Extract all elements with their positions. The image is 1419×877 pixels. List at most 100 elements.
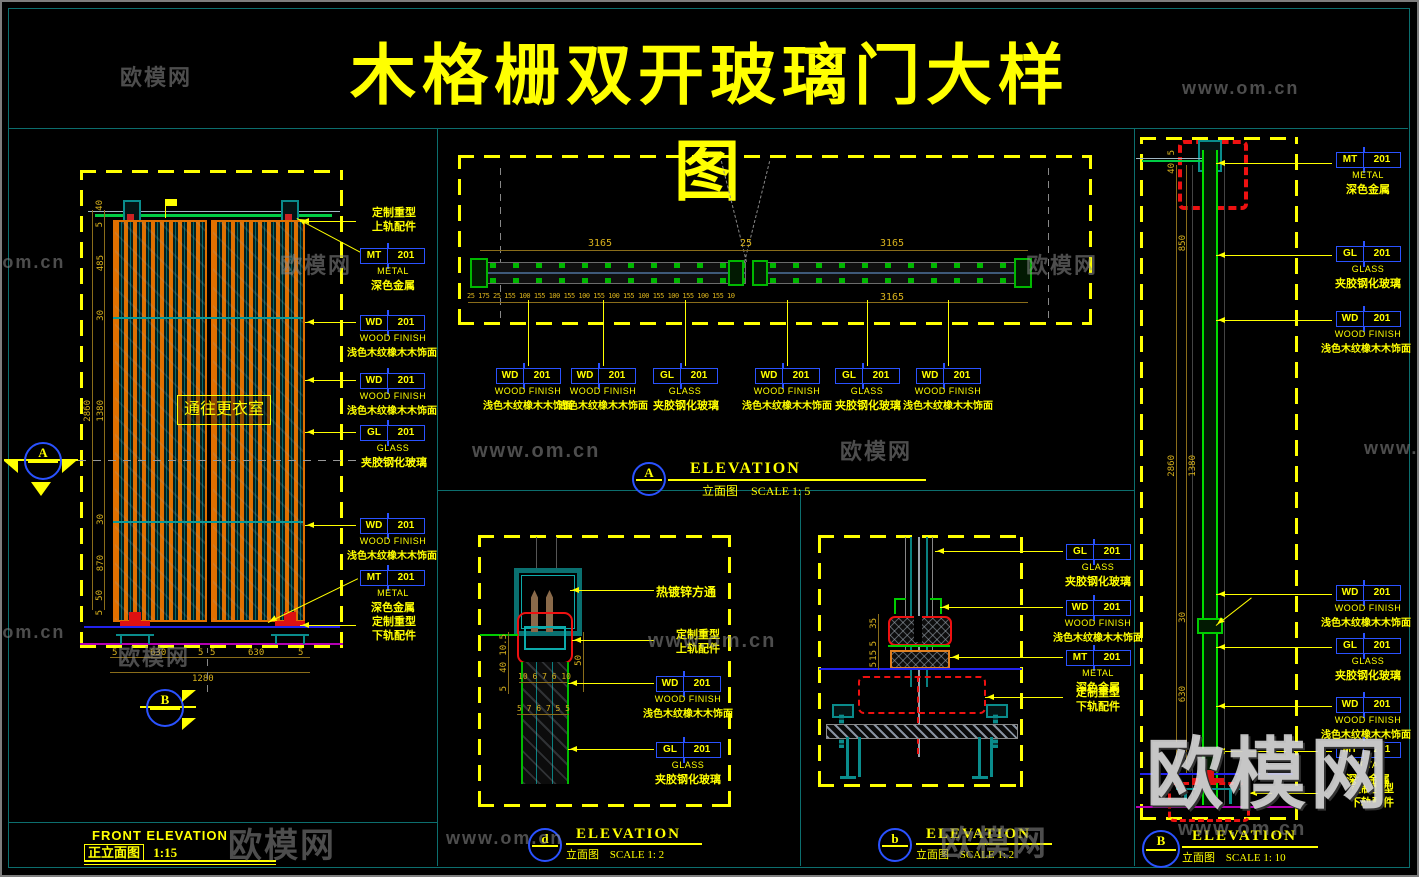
dim-label: 5	[499, 686, 509, 692]
dimension-line	[480, 250, 1028, 251]
dim-label: 40	[499, 662, 509, 673]
door-hanger-wheel	[285, 214, 292, 221]
detail-d-title-cn: 立面图 SCALE 1: 2	[566, 846, 664, 862]
detail-b-title-cn: 立面图 SCALE 1: 2	[916, 846, 1014, 862]
material-en: WOOD FINISH	[1064, 618, 1132, 628]
title-underline	[566, 843, 702, 845]
plan-title-marker: A	[632, 462, 666, 496]
tag-code: GL	[1337, 247, 1364, 261]
section-marker-a-arrow	[31, 482, 51, 496]
material-cn: 深色金属	[1346, 184, 1390, 196]
sheet-frame	[8, 8, 1410, 868]
section-marker-a: A	[24, 442, 62, 480]
dim-label: 5	[95, 610, 105, 616]
dim-label: 1280	[192, 674, 214, 684]
leader-line	[305, 319, 356, 325]
dimension-line	[1186, 165, 1187, 773]
dim-label: 630	[1178, 686, 1188, 703]
title-underline	[84, 860, 276, 862]
leader-line	[867, 300, 868, 366]
fitting-line1: 定制重型	[676, 629, 720, 641]
metal-base-section	[890, 650, 950, 669]
dim-label: 2860	[1167, 455, 1177, 477]
tag-code: WD	[361, 316, 388, 330]
tag-num: 201	[1373, 587, 1391, 598]
section-b-title-cn: 立面图 SCALE 1: 10	[1182, 849, 1286, 865]
bottom-guide-bench	[1176, 788, 1240, 790]
tag-num: 201	[1373, 248, 1391, 259]
bottom-guide	[1192, 778, 1224, 783]
dim-label: 5	[95, 222, 105, 228]
tag-num: 201	[1373, 640, 1391, 651]
leader-line	[1216, 317, 1332, 323]
wall-line	[1192, 165, 1193, 805]
detail-d-cn-text: 立面图	[566, 849, 599, 861]
material-cn: 浅色木纹橡木木饰面	[1321, 730, 1411, 741]
dimension-line	[583, 632, 584, 692]
tag-code: GL	[1067, 545, 1094, 559]
callout-tube: 热镀锌方通	[656, 585, 717, 599]
floor-guide	[129, 612, 141, 622]
flag-mark-stem	[165, 206, 166, 218]
material-en: METAL	[1082, 668, 1114, 678]
material-cn: 深色金属	[371, 280, 415, 292]
material-cn: 深色金属	[371, 602, 415, 614]
riser-line	[556, 537, 557, 569]
tag-num: 201	[1103, 602, 1121, 613]
material-cn: 夹胶钢化玻璃	[653, 400, 719, 412]
dim-label: 40	[95, 200, 105, 211]
bottom-guide	[1202, 770, 1214, 778]
leader-line	[1216, 703, 1332, 709]
fitting-line2: 下轨配件	[372, 630, 416, 642]
material-en: WOOD FINISH	[1334, 603, 1402, 613]
tag-code: WD	[1337, 586, 1364, 600]
section-b-letter: B	[1156, 833, 1166, 848]
material-en: METAL	[377, 588, 409, 598]
support-leg	[978, 737, 981, 777]
leader-line	[935, 548, 1063, 554]
divider-line	[437, 128, 438, 866]
floor-guide-leg	[275, 636, 277, 644]
material-tag-gl: GL 201	[1336, 241, 1401, 267]
tag-code: WD	[1067, 601, 1094, 615]
dim-label: 5	[869, 641, 879, 647]
dimension-line	[519, 682, 567, 683]
bottom-guide-leg	[1184, 790, 1187, 804]
tag-code: MT	[1337, 153, 1364, 167]
leader-line	[528, 300, 529, 366]
leader-line	[568, 680, 654, 686]
tag-code: WD	[917, 369, 944, 383]
leader-line	[603, 300, 604, 366]
bottom-guide-pin	[917, 676, 920, 754]
tag-num: 201	[1103, 652, 1121, 663]
plan-title-cn-text: 立面图	[702, 484, 739, 498]
tag-num: 201	[533, 370, 551, 381]
floor-line	[819, 668, 1022, 670]
detail-d-letter: d	[541, 831, 549, 846]
tag-code: MT	[1067, 651, 1094, 665]
detail-b-scale: SCALE 1: 2	[959, 849, 1015, 861]
dim-label: 30	[1178, 612, 1188, 623]
floor-guide-bench	[271, 634, 309, 636]
title-underline	[1182, 846, 1318, 848]
material-cn: 浅色木纹橡木木饰面	[558, 401, 648, 412]
leader-line	[1216, 160, 1332, 166]
fitting-line2: 下轨配件	[1076, 701, 1120, 713]
material-tag-wd: WD 201	[1066, 595, 1131, 621]
glass-slot	[914, 616, 922, 642]
leader-line	[940, 604, 1063, 610]
tag-num: 201	[792, 370, 810, 381]
material-cn: 浅色木纹橡木木饰面	[1321, 618, 1411, 629]
material-en: WOOD FINISH	[914, 386, 982, 396]
tag-code: GL	[1337, 639, 1364, 653]
section-marker-a-letter: A	[38, 445, 48, 460]
material-en: WOOD FINISH	[494, 386, 562, 396]
